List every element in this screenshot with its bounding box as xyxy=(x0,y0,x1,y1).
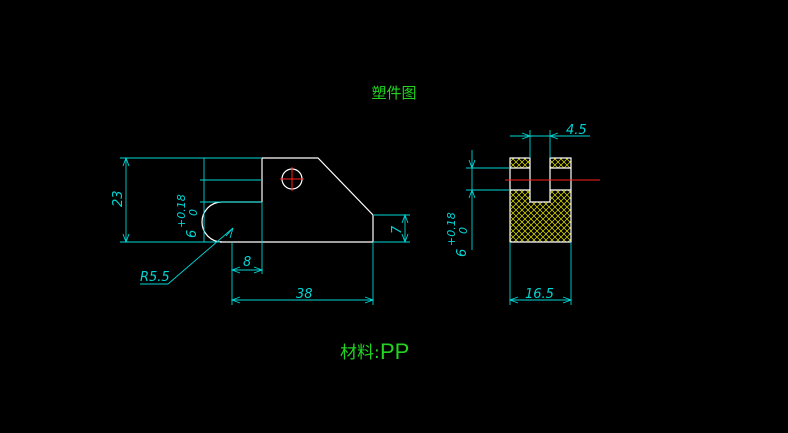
drawing-title: 塑件图 xyxy=(371,84,416,102)
dim-end-height xyxy=(373,213,410,244)
dim-top-gap xyxy=(510,130,590,158)
dim-slot-width-right xyxy=(466,150,510,250)
dim-label-16-5: 16.5 xyxy=(525,287,554,302)
dim-slot-width-left xyxy=(200,157,262,242)
dim-label-23: 23 xyxy=(111,190,126,207)
dim-overall-length xyxy=(230,242,375,305)
dim-tol-lower-right: 0 xyxy=(457,227,470,234)
dim-radius-leader xyxy=(140,227,234,285)
part-outline-front xyxy=(201,157,374,243)
section-hatch xyxy=(510,158,571,242)
dim-label-38: 38 xyxy=(296,287,313,302)
dim-label-6-right: 6 xyxy=(455,249,470,257)
dim-tol-upper-left: +0.18 xyxy=(175,194,188,228)
dim-overall-height xyxy=(120,156,262,244)
dim-tol-lower-left: 0 xyxy=(187,209,200,216)
dim-slot-depth xyxy=(230,202,264,274)
dim-section-width xyxy=(508,242,573,305)
dim-label-7: 7 xyxy=(390,225,405,234)
dim-label-6-left: 6 xyxy=(185,230,200,238)
hole-center-mark xyxy=(280,167,304,191)
material-label: 材料: xyxy=(340,343,380,363)
dim-label-8: 8 xyxy=(243,255,251,270)
dim-label-4-5: 4.5 xyxy=(566,123,587,138)
dim-tol-upper-right: +0.18 xyxy=(445,212,458,246)
dim-label-radius: R5.5 xyxy=(140,270,170,285)
material-value: PP xyxy=(380,339,409,364)
